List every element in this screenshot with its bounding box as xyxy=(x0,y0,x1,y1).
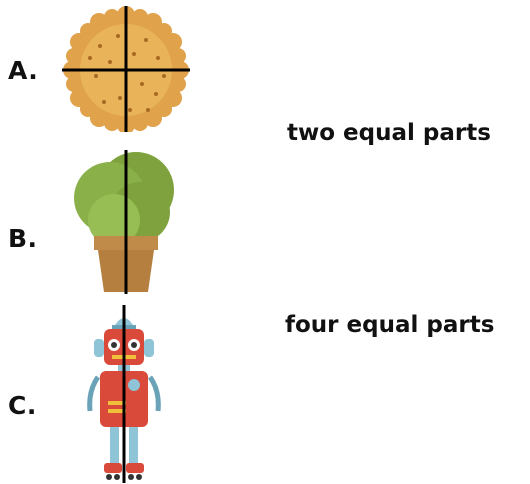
option-c-label: C. xyxy=(8,391,37,420)
phrase-two-equal-parts: two equal parts xyxy=(287,120,491,146)
potted-plant-icon[interactable] xyxy=(70,150,182,294)
option-a-label: A. xyxy=(8,56,39,85)
robot-icon[interactable] xyxy=(80,305,176,483)
plant-leaves xyxy=(74,152,174,246)
cookie-icon[interactable] xyxy=(60,6,192,132)
cookie-body xyxy=(63,6,189,132)
option-b-label: B. xyxy=(8,224,38,253)
phrase-four-equal-parts: four equal parts xyxy=(285,312,495,338)
